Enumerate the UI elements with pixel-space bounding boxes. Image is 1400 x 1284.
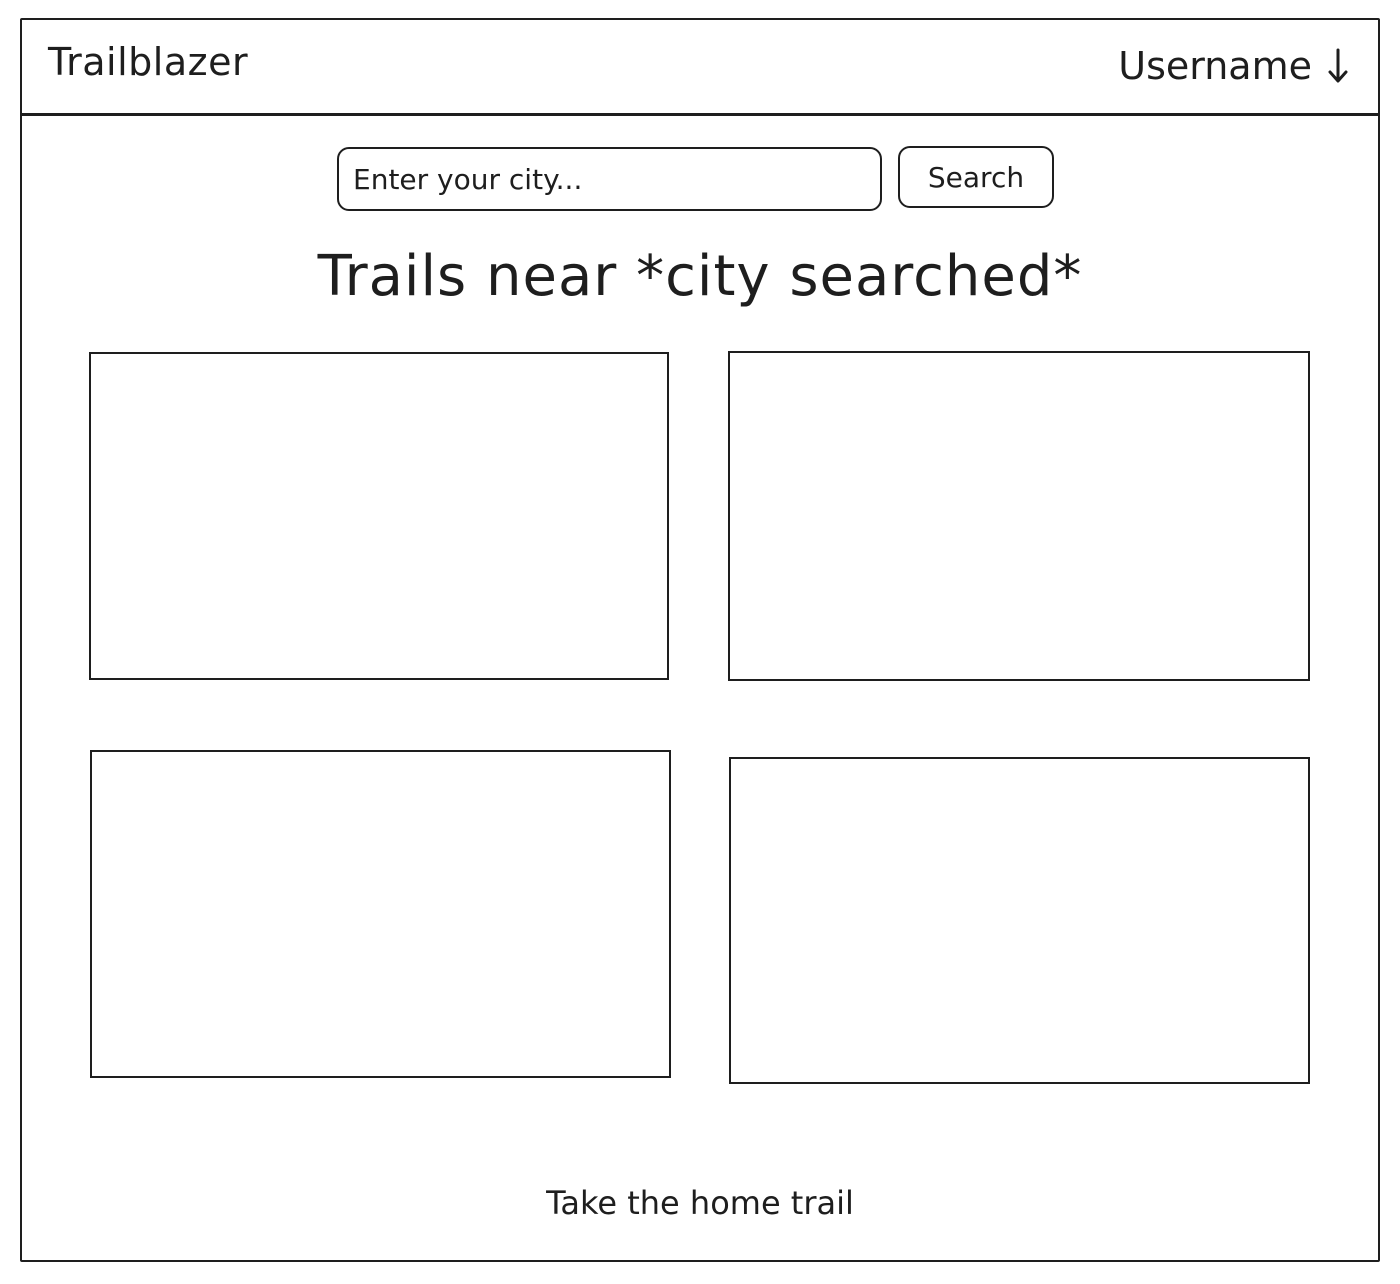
trail-card[interactable] — [89, 352, 669, 680]
user-menu-dropdown[interactable]: Username — [1118, 44, 1350, 88]
home-trail-link[interactable]: Take the home trail — [546, 1184, 854, 1222]
arrow-down-icon — [1328, 48, 1348, 83]
trail-card[interactable] — [729, 757, 1310, 1084]
search-button[interactable]: Search — [898, 146, 1054, 208]
page-frame — [20, 18, 1380, 1262]
page-title: Trails near *city searched* — [317, 244, 1083, 309]
top-bar: Trailblazer Username — [20, 18, 1380, 116]
city-search-input[interactable] — [337, 147, 882, 211]
trail-card[interactable] — [728, 351, 1310, 681]
brand-logo[interactable]: Trailblazer — [48, 40, 249, 84]
username-label: Username — [1118, 44, 1312, 88]
trail-card[interactable] — [90, 750, 671, 1078]
